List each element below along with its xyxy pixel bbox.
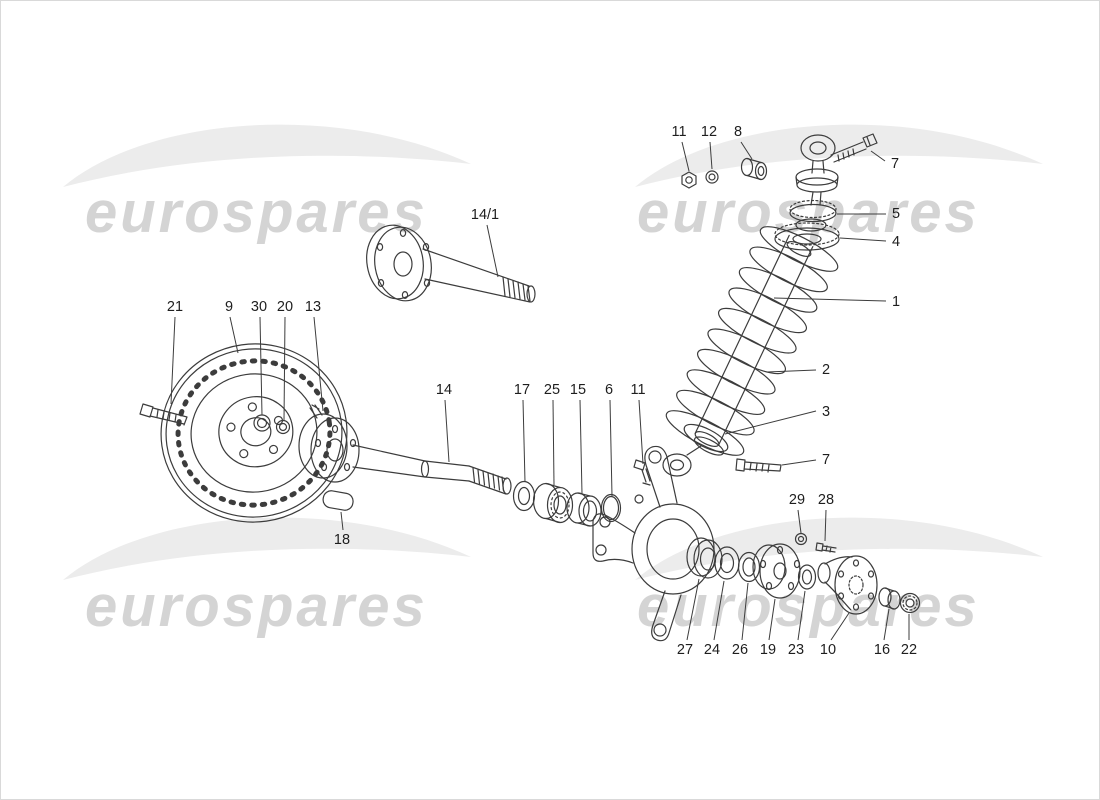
watermark-text: eurospares: [85, 180, 428, 245]
leader-line: [283, 316, 286, 422]
mount-washer: [705, 170, 719, 184]
part-number: 19: [760, 642, 776, 658]
part-number: 30: [251, 299, 267, 315]
part-number: 17: [514, 382, 530, 398]
part-number: 2: [822, 362, 830, 378]
handbrake-wedge: [322, 490, 354, 511]
part-number: 16: [874, 642, 890, 658]
bearing-stack: [512, 480, 622, 527]
part-number: 5: [892, 206, 900, 222]
leader-line: [824, 509, 827, 542]
swoosh-bottom-right: [635, 517, 1043, 580]
leader-line: [313, 316, 324, 412]
leader-line: [768, 598, 776, 641]
part-number: 23: [788, 642, 804, 658]
part-number: 9: [225, 299, 233, 315]
leader-line: [522, 399, 526, 483]
part-number: 15: [570, 382, 586, 398]
part-number: 11: [671, 124, 686, 140]
coil-spring: [665, 226, 839, 456]
part-number: 12: [701, 124, 717, 140]
part-number: 21: [167, 299, 183, 315]
hub-flange: [298, 404, 360, 483]
shock-body: [662, 234, 814, 477]
leader-line: [773, 297, 887, 302]
leader-line: [259, 316, 263, 416]
shock-top-mount: [795, 134, 839, 206]
leader-line: [709, 141, 713, 170]
leader-line: [579, 399, 583, 495]
washer-29: [794, 532, 808, 546]
leader-line: [170, 316, 176, 405]
mount-nut: [681, 171, 697, 189]
part-number: 4: [892, 234, 900, 250]
leader-line: [766, 369, 817, 373]
part-number: 1: [892, 294, 900, 310]
leader-line: [229, 316, 239, 354]
stub-axle-shaft: [352, 444, 512, 495]
leader-line: [552, 399, 555, 486]
swoosh-bottom-left: [63, 517, 471, 580]
part-number: 26: [732, 642, 748, 658]
part-number: 14/1: [471, 207, 499, 223]
cv-flange: [817, 555, 921, 615]
part-number: 18: [334, 532, 350, 548]
leader-line: [486, 224, 499, 278]
leader-line: [724, 410, 817, 435]
part-number: 25: [544, 382, 560, 398]
carrier-bearing-stack: [686, 537, 817, 599]
swoosh-top-right: [635, 124, 1043, 187]
part-number: 29: [789, 492, 805, 508]
leader-line: [713, 580, 725, 641]
part-number: 28: [818, 492, 834, 508]
hub-carrier: [592, 445, 715, 642]
leader-line: [797, 590, 806, 641]
part-number: 11: [630, 382, 645, 398]
part-number: 20: [277, 299, 293, 315]
upper-spring-seat: [774, 222, 840, 251]
leader-line: [638, 399, 644, 465]
leader-line: [870, 150, 886, 162]
part-number: 24: [704, 642, 720, 658]
carrier-bolt: [633, 459, 651, 486]
part-number: 6: [605, 382, 613, 398]
brake-disc: [160, 343, 348, 523]
part-number: 27: [677, 642, 693, 658]
rear-axle-shaft: [366, 224, 536, 303]
wheel-stud: [139, 403, 188, 426]
mount-bolt-mid: [735, 458, 782, 473]
part-number: 22: [901, 642, 917, 658]
leader-line: [340, 511, 344, 531]
watermark-text: eurospares: [85, 574, 428, 639]
spring-adjuster-collar: [789, 199, 837, 232]
lower-spring-seat: [683, 423, 729, 456]
leader-line: [741, 582, 749, 641]
leader-line: [740, 141, 753, 160]
leader-line: [781, 459, 817, 466]
leader-line: [830, 612, 850, 641]
leader-line: [444, 399, 450, 463]
part-number: 8: [734, 124, 742, 140]
mount-bushing: [740, 157, 768, 181]
swoosh-top-left: [63, 124, 471, 187]
leader-line: [681, 141, 690, 172]
watermark-text: eurospares: [637, 180, 980, 245]
part-number: 13: [305, 299, 321, 315]
part-number: 3: [822, 404, 830, 420]
part-number: 10: [820, 642, 836, 658]
bolt-28: [815, 542, 837, 553]
part-number: 14: [436, 382, 452, 398]
part-number: 7: [822, 452, 830, 468]
leader-line: [883, 608, 890, 641]
hub-spacer: [275, 419, 291, 435]
leader-line: [609, 399, 613, 497]
mount-bolt-top: [830, 133, 878, 163]
part-number: 7: [891, 156, 899, 172]
leader-line: [797, 509, 802, 534]
leader-line: [839, 237, 887, 242]
leader-line: [686, 578, 700, 641]
